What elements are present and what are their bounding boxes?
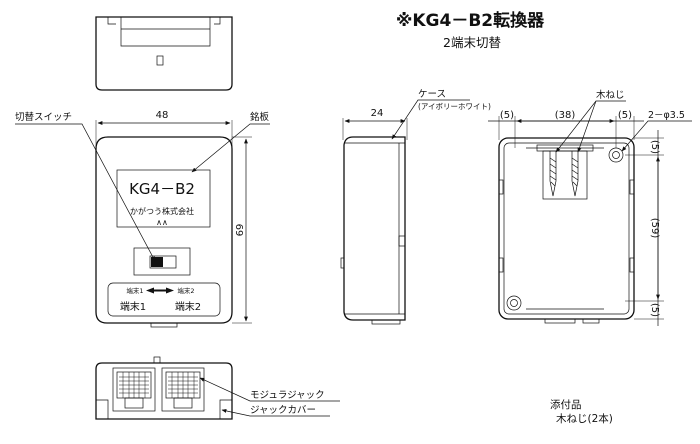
port-label-panel	[107, 282, 221, 317]
switch-housing	[133, 247, 191, 276]
back-dim-right: (5)	[618, 110, 632, 121]
back-dim-middle: (38)	[555, 110, 576, 121]
switch-caption-2: 端末2	[177, 286, 194, 295]
back-dim-bottom: (5)	[649, 303, 660, 317]
nameplate	[116, 169, 211, 228]
back-view: (5) (38) (5) (5) (59) (5)	[488, 110, 664, 326]
callout-modular-jack: モジュラジャック	[250, 390, 325, 401]
bottom-body-outline	[95, 362, 233, 420]
callout-jack-cover-leader	[221, 409, 330, 417]
port-1-label: 端末1	[120, 300, 146, 313]
callout-nameplate: 銘板	[250, 111, 270, 123]
wood-screw-icon	[536, 144, 594, 200]
callout-modular-jack-leader	[199, 377, 340, 402]
callout-case-color: (アイボリーホワイト)	[418, 102, 491, 111]
callout-switch-leader	[15, 123, 156, 262]
mounting-hole-top	[608, 147, 624, 163]
callout-wood-screw-leader-1	[555, 100, 626, 153]
front-view: 48 69 KG4－B2 かがつう株式会社 ∧∧ 端末1 端末2 端末1 端末2	[95, 110, 252, 328]
front-body-outline	[95, 136, 233, 324]
accessories-item: 木ねじ(2本)	[556, 412, 613, 425]
callout-case: ケース	[418, 89, 446, 100]
back-dim-top: (5)	[649, 140, 660, 154]
callout-wood-screw-leader-2	[577, 100, 597, 153]
callout-jack-cover: ジャックカバー	[250, 405, 316, 416]
modular-jack-2	[161, 367, 205, 412]
switch-caption-1: 端末1	[126, 286, 143, 295]
switch-knob	[151, 257, 163, 267]
drawing-title: ※KG4－B2転換器	[396, 10, 545, 31]
mounting-hole-bottom	[506, 295, 522, 311]
modular-jack-1	[112, 367, 156, 412]
front-width-dimension: 48	[156, 110, 169, 121]
back-dim-middle-vertical: (59)	[649, 218, 660, 239]
bottom-view	[95, 356, 233, 420]
nameplate-maker: かがつう株式会社	[130, 206, 194, 216]
switch-slot	[149, 255, 177, 269]
callout-nameplate-leader	[191, 123, 270, 173]
side-depth-dimension: 24	[371, 108, 384, 119]
side-view: 24	[340, 108, 408, 325]
nameplate-model: KG4－B2	[129, 180, 195, 198]
port-2-label: 端末2	[175, 300, 201, 313]
callout-wood-screw: 木ねじ	[596, 89, 625, 101]
nameplate-logo: ∧∧	[156, 218, 168, 227]
callout-switch: 切替スイッチ	[15, 111, 72, 123]
callout-hole-leader	[621, 120, 692, 152]
callout-case-leader	[391, 99, 470, 140]
top-view	[95, 16, 233, 91]
side-body-outline	[343, 136, 406, 321]
front-height-dimension: 69	[233, 224, 244, 237]
callout-hole: 2－φ3.5	[648, 110, 685, 121]
accessories-heading: 添付品	[550, 398, 582, 411]
back-dim-left: (5)	[500, 110, 514, 121]
double-arrow-icon	[146, 287, 174, 294]
drawing-subtitle: 2端末切替	[443, 35, 501, 50]
back-body-outline	[498, 137, 635, 320]
